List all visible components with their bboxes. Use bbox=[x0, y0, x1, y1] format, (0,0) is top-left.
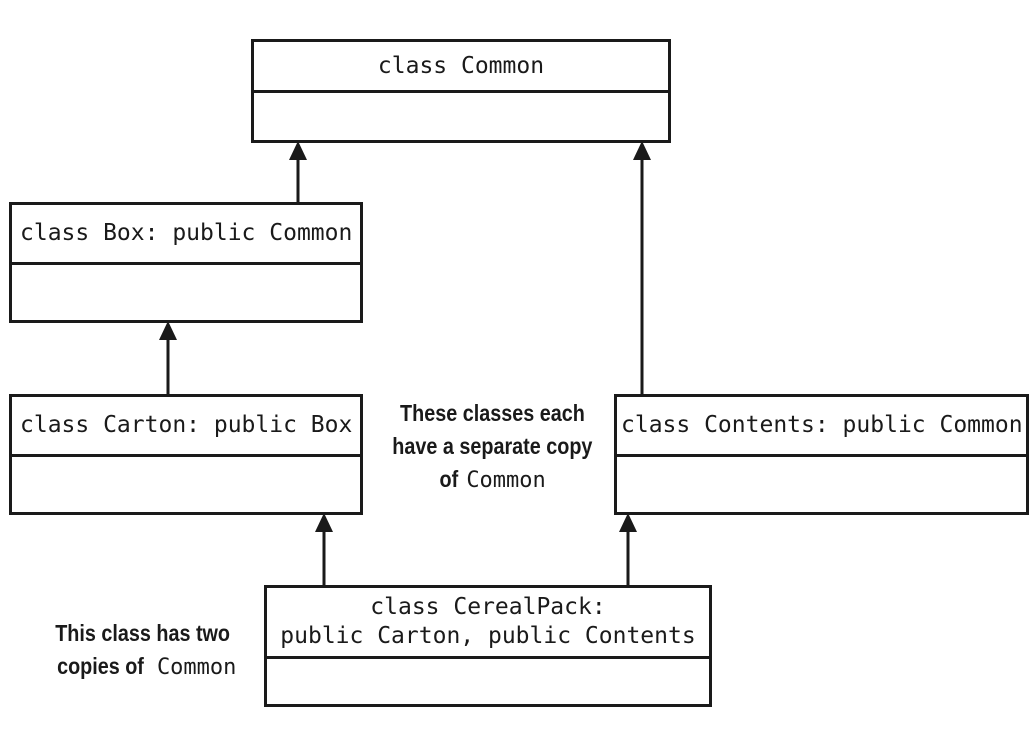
note-line: This class has two bbox=[55, 620, 231, 646]
note-line: These classes each bbox=[399, 400, 585, 426]
note-line-prefix: of bbox=[439, 466, 459, 492]
arrow-cereal-to-contents bbox=[619, 513, 637, 585]
arrow-cereal-to-carton bbox=[315, 513, 333, 585]
class-box-cerealpack: class CerealPack: public Carton, public … bbox=[264, 585, 712, 707]
class-name-cerealpack: class CerealPack: public Carton, public … bbox=[267, 588, 709, 659]
class-name-common: class Common bbox=[254, 42, 668, 93]
arrow-carton-to-box bbox=[159, 321, 177, 394]
note-code: Common bbox=[156, 655, 237, 680]
note-line: have a separate copy bbox=[391, 433, 593, 459]
class-box-common: class Common bbox=[251, 39, 671, 143]
class-name-contents: class Contents: public Common bbox=[617, 397, 1026, 457]
note-line-prefix: copies of bbox=[56, 653, 144, 679]
class-name-line: class Contents: public Common bbox=[621, 412, 1023, 438]
class-box-contents: class Contents: public Common bbox=[614, 394, 1029, 515]
class-name-line: class CerealPack: bbox=[370, 594, 606, 620]
class-body-cerealpack bbox=[267, 659, 709, 704]
class-name-line: class Carton: public Box bbox=[20, 412, 353, 438]
class-name-line: class Box: public Common bbox=[20, 220, 353, 246]
class-box-box: class Box: public Common bbox=[9, 202, 363, 323]
note-code: Common bbox=[466, 468, 546, 493]
note-two-copies: This class has two copies of Common bbox=[28, 617, 258, 684]
class-body-box bbox=[12, 265, 360, 320]
class-body-common bbox=[254, 93, 668, 140]
class-name-line: public Carton, public Contents bbox=[280, 623, 696, 649]
class-box-carton: class Carton: public Box bbox=[9, 394, 363, 515]
class-body-contents bbox=[617, 457, 1026, 512]
class-name-line: class Common bbox=[377, 52, 545, 79]
arrow-box-to-common bbox=[289, 141, 307, 202]
class-name-carton: class Carton: public Box bbox=[12, 397, 360, 457]
note-separate-copy: These classes each have a separate copy … bbox=[374, 397, 610, 497]
class-body-carton bbox=[12, 457, 360, 512]
arrow-contents-to-common bbox=[633, 141, 651, 394]
class-name-box: class Box: public Common bbox=[12, 205, 360, 265]
